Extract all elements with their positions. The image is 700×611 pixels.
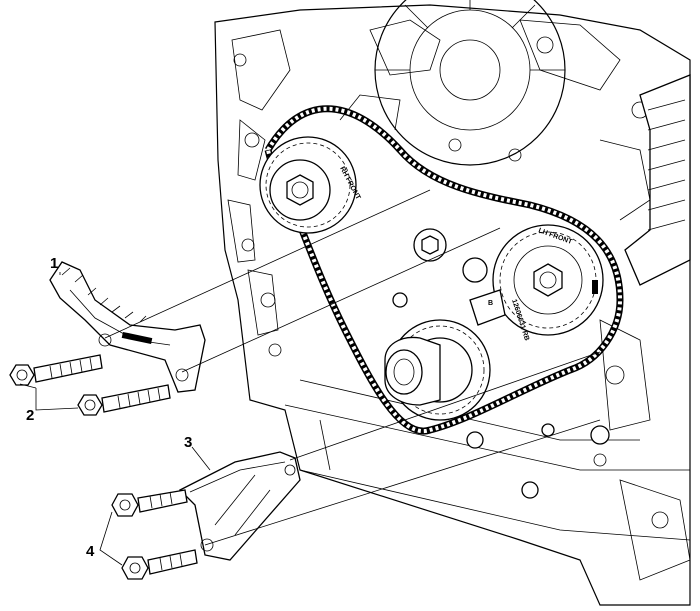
background-gear <box>374 0 566 166</box>
leader-2 <box>35 388 79 411</box>
tensioner-bolt-lower <box>121 549 198 580</box>
right-chain-guide <box>624 74 691 286</box>
guide-bolt-lower <box>77 384 171 416</box>
guide-label-plate <box>121 331 153 345</box>
leader-guide-top <box>104 189 431 339</box>
guide-bolt-upper <box>9 354 103 386</box>
leader-2b <box>19 383 37 389</box>
timing-mark <box>592 280 598 294</box>
leader-4 <box>99 511 123 566</box>
callout-3: 3 <box>184 434 192 451</box>
leader-tensioner-bottom <box>204 419 601 546</box>
leader-3 <box>191 446 211 471</box>
tensioner-bolt-upper <box>111 489 188 517</box>
leader-guide-bottom <box>181 227 501 373</box>
chain-guide <box>49 261 206 393</box>
idler-sprocket: B <box>413 228 506 326</box>
lh-cam-sprocket: LH FRONT 12606631 RB <box>492 224 604 342</box>
rh-cam-sprocket: RH FRONT <box>259 136 362 234</box>
crankshaft-sprocket <box>384 319 491 421</box>
engine-block <box>214 4 691 606</box>
callout-1: 1 <box>50 255 58 272</box>
chain-tensioner <box>178 451 301 561</box>
small-bolts <box>392 292 610 499</box>
callout-4: 4 <box>86 543 95 560</box>
leader-tensioner-top <box>289 351 601 461</box>
marker-engraving: B <box>488 300 493 307</box>
callout-2: 2 <box>26 407 34 424</box>
